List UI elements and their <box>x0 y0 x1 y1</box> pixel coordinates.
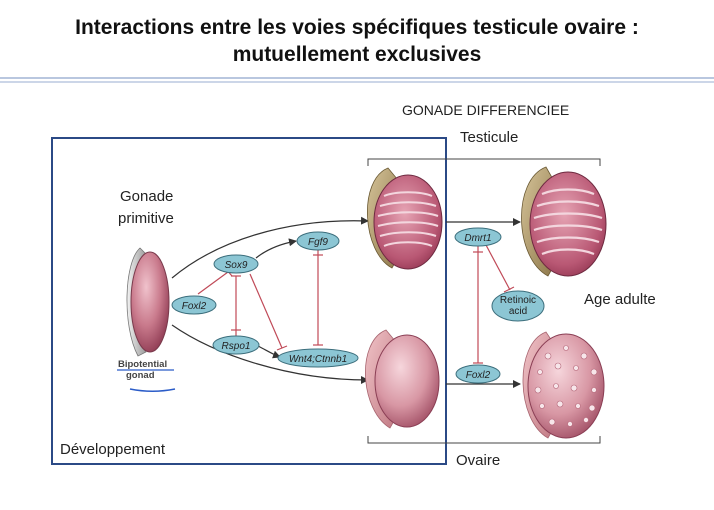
testicule-label: Testicule <box>460 129 519 146</box>
gonade-differenciee-label: GONADE DIFFERENCIEE <box>402 102 570 118</box>
adult-testis-illustration <box>521 166 607 277</box>
gene-foxl2: Foxl2 <box>171 295 217 315</box>
gene-retinoic-acid: Retinoic acid <box>491 290 545 322</box>
embryonic-ovary-illustration <box>365 329 440 429</box>
ovaire-label: Ovaire <box>456 452 501 469</box>
arrow-rspo1-to-wnt4 <box>257 345 281 359</box>
arrow-sox9-to-fgf9 <box>255 238 297 259</box>
bipotential-gonad-label-2: gonad <box>126 370 155 381</box>
bipotential-gonad-illustration <box>126 247 170 357</box>
gene-foxl2-adult-label: Foxl2 <box>466 370 491 381</box>
gene-retinoic-label-1: Retinoic <box>500 295 536 306</box>
gene-rspo1: Rspo1 <box>212 335 260 355</box>
inhibition-lines <box>197 244 515 364</box>
gene-foxl2-label: Foxl2 <box>182 301 207 312</box>
ovaire-bracket <box>367 436 601 444</box>
gene-dmrt1: Dmrt1 <box>454 227 502 247</box>
gene-wnt4-label: Wnt4;Ctnnb1 <box>289 354 347 365</box>
adult-ovary-illustration <box>522 331 605 439</box>
gene-foxl2-adult: Foxl2 <box>455 364 501 384</box>
gene-sox9: Sox9 <box>213 254 259 274</box>
gene-dmrt1-label: Dmrt1 <box>464 233 491 244</box>
arrow-to-ovary <box>171 324 369 384</box>
gene-fgf9-label: Fgf9 <box>308 237 328 248</box>
gonade-primitive-label-2: primitive <box>118 210 174 227</box>
title-line-1: Interactions entre les voies spécifiques… <box>75 16 639 39</box>
testicule-bracket <box>367 158 601 166</box>
bipotential-gonad-label-1: Bipotential <box>118 359 167 370</box>
arrow-to-testis <box>171 216 369 279</box>
title-line-2: mutuellement exclusives <box>232 43 482 66</box>
gonade-primitive-label-1: Gonade <box>120 188 174 205</box>
bipotential-underline-2 <box>129 388 176 392</box>
developpement-label: Développement <box>60 441 166 458</box>
embryonic-testis-illustration <box>367 167 443 270</box>
gene-sox9-label: Sox9 <box>225 260 248 271</box>
gene-retinoic-label-2: acid <box>509 306 527 317</box>
age-adulte-label: Age adulte <box>584 291 656 308</box>
gene-wnt4-ctnnb1: Wnt4;Ctnnb1 <box>277 348 359 368</box>
gene-fgf9: Fgf9 <box>296 231 340 251</box>
gene-rspo1-label: Rspo1 <box>222 341 251 352</box>
development-frame <box>51 137 447 465</box>
